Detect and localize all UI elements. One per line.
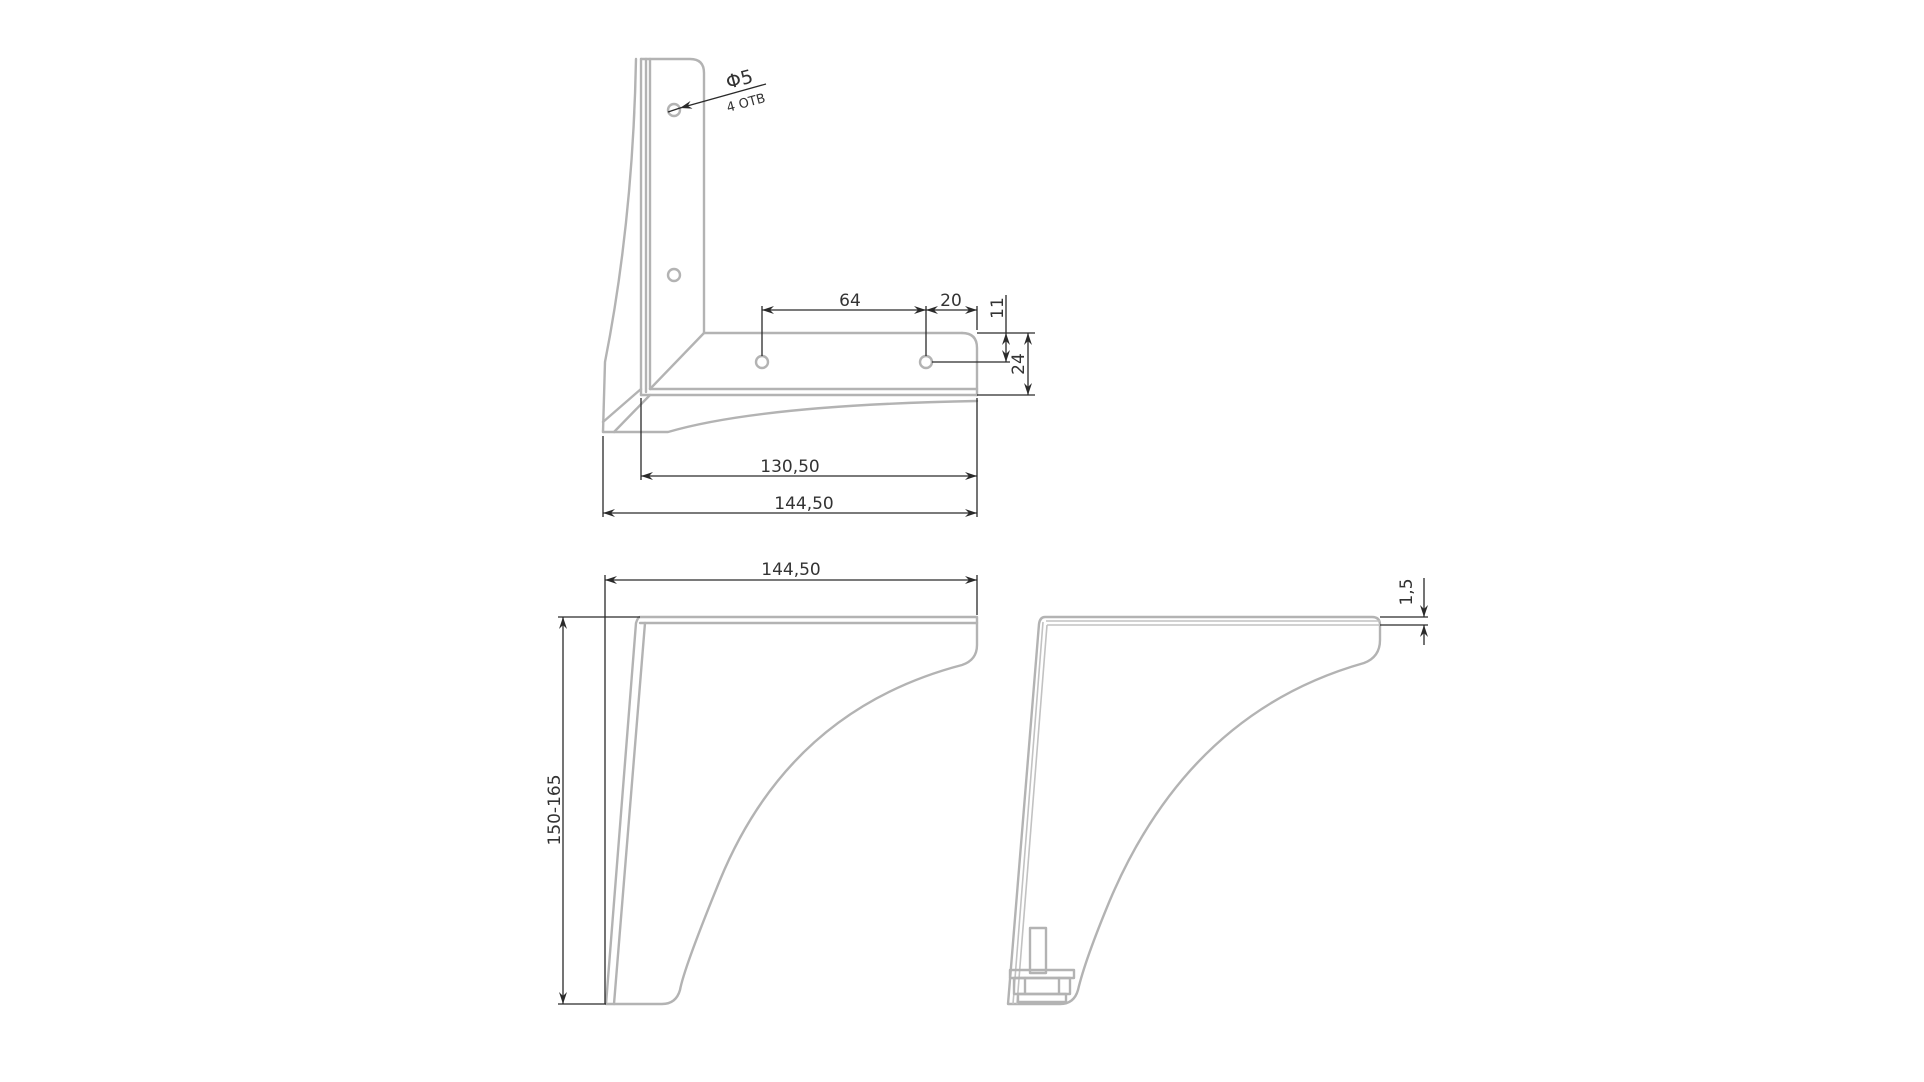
top-view-horizontal-arm — [601, 331, 979, 434]
dimension-hole-spacing: 64 20 — [761, 291, 978, 356]
dimension-height: 150-165 — [545, 616, 640, 1005]
dim-thickness-label: 1,5 — [1397, 578, 1417, 605]
dimension-arm-width: 11 24 — [932, 295, 1035, 396]
hole-count-label: 4 ОТВ — [725, 91, 767, 116]
dim-height-label: 150-165 — [545, 774, 565, 845]
dim-11-label: 11 — [988, 297, 1008, 319]
mounting-hole — [918, 354, 934, 370]
top-view-vertical-leg — [601, 57, 706, 434]
adjustable-foot — [1008, 926, 1076, 1004]
mounting-hole — [666, 102, 682, 118]
dimension-overall-length-side: 144,50 — [604, 560, 978, 1004]
dim-144-50-side-label: 144,50 — [761, 560, 820, 580]
hole-diameter-label: Φ5 — [724, 66, 756, 94]
dim-130-50-label: 130,50 — [760, 457, 819, 477]
mounting-hole — [754, 354, 770, 370]
dimension-thickness: 1,5 — [1380, 578, 1428, 645]
side-view-left: 144,50 150-165 — [545, 560, 979, 1006]
dim-24-label: 24 — [1009, 353, 1029, 375]
dim-20-label: 20 — [940, 291, 962, 311]
dim-64-label: 64 — [839, 291, 861, 311]
mounting-hole — [666, 267, 682, 283]
hole-callout: Φ5 4 ОТВ — [667, 66, 767, 116]
side-view-right: 1,5 — [1006, 578, 1428, 1006]
top-view: Φ5 4 ОТВ 64 20 11 24 — [601, 57, 1035, 517]
dim-144-50-label: 144,50 — [774, 494, 833, 514]
dimension-lengths: 130,50 144,50 — [602, 398, 978, 517]
